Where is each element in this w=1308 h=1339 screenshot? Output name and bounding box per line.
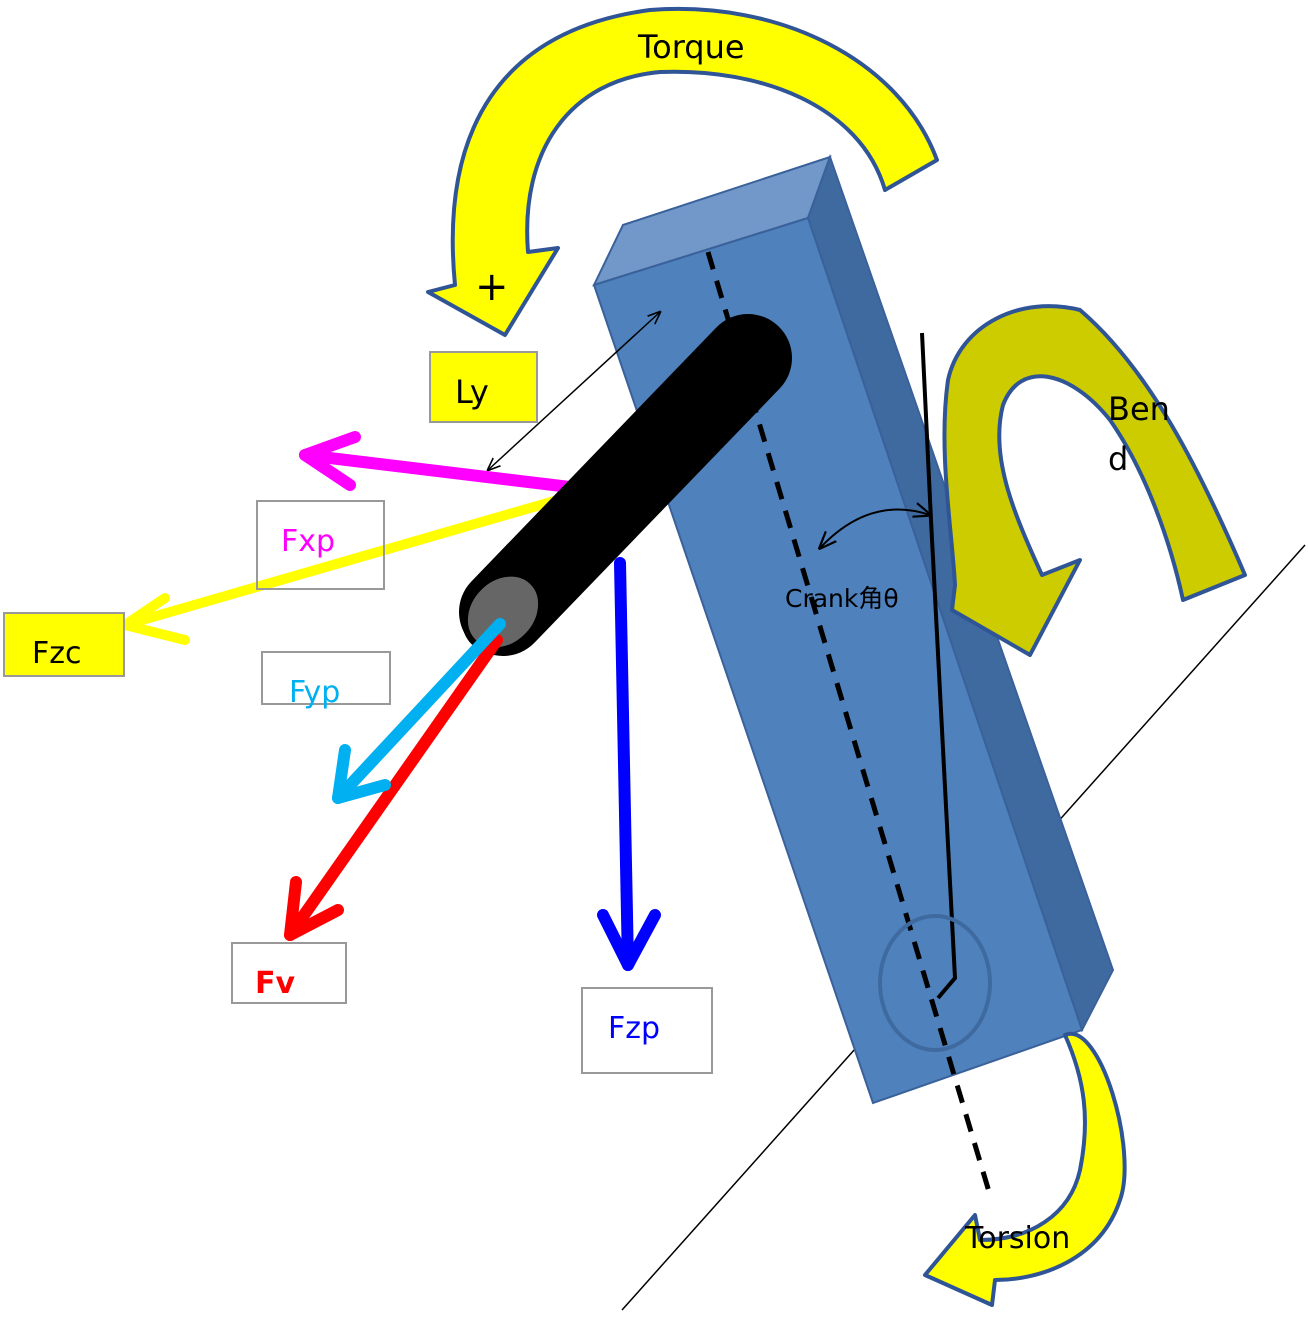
fyp-label-box: Fyp [261, 651, 391, 710]
crank-pin [459, 314, 792, 656]
crank-pin-end [461, 570, 545, 654]
torque-arrow-icon [426, 7, 939, 337]
ly-dimension-arrow [488, 312, 660, 470]
bend-label-line1: Ben [1108, 390, 1170, 428]
force-fzp-arrow [597, 557, 661, 971]
torque-label: Torque [637, 28, 745, 66]
fv-label: Fv [255, 966, 295, 1001]
fzp-label: Fzp [608, 1011, 660, 1046]
fxp-label-box: Fxp [256, 500, 385, 590]
crank-angle-arc [820, 510, 930, 548]
torsion-arrow-icon [923, 1031, 1127, 1307]
fv-label-box: Fv [231, 942, 347, 1004]
force-fxp-arrow [299, 431, 584, 494]
crank-angle-label: Crank角θ [785, 584, 899, 613]
crank-pin-body [459, 314, 792, 656]
bend-label-line2: d [1108, 440, 1128, 478]
fzc-label-box: Fzc [3, 612, 125, 677]
ly-label-box: Ly [429, 351, 538, 423]
force-fyp-arrow [332, 618, 506, 804]
fzp-label-box: Fzp [581, 987, 713, 1074]
pivot-circle [878, 914, 992, 1052]
fxp-label: Fxp [281, 524, 335, 559]
deflection-line [920, 332, 958, 1000]
torsion-label: Torsion [964, 1221, 1070, 1256]
fzc-label: Fzc [32, 636, 82, 671]
ly-label: Ly [455, 373, 489, 411]
bend-arrow-icon [942, 304, 1247, 657]
force-fv-arrow [284, 634, 503, 941]
torque-plus-sign: + [475, 264, 509, 310]
fyp-label: Fyp [289, 675, 340, 710]
